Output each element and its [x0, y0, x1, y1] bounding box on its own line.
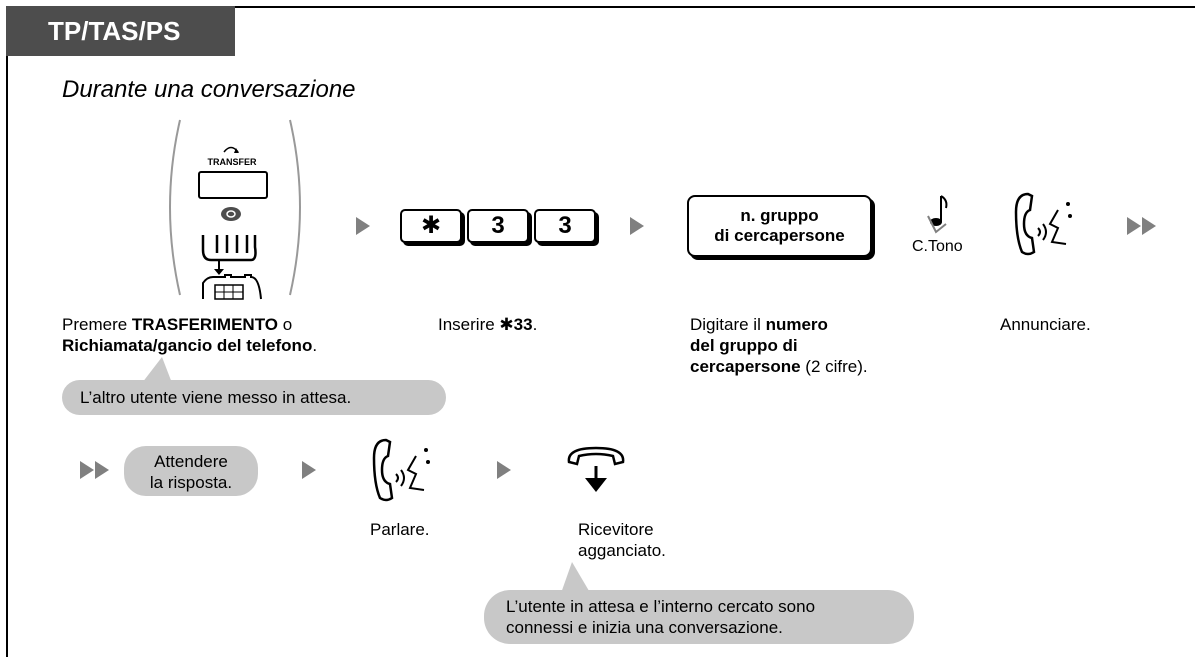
tone-label: C.Tono — [912, 238, 963, 255]
hangup-line-1: Ricevitore — [578, 520, 654, 539]
diagram-frame — [6, 6, 1195, 657]
step4-caption: Annunciare. — [1000, 315, 1091, 334]
continue-arrow — [95, 461, 109, 479]
final-line-2: connessi e inizia una conversazione. — [506, 618, 783, 637]
step-arrow — [302, 461, 316, 479]
step1-caption: Premere TRASFERIMENTO o Richiamata/ganci… — [62, 315, 318, 355]
hold-bubble: L’altro utente viene messo in attesa. — [62, 380, 446, 415]
phone-type-tag: TP/TAS/PS — [6, 6, 235, 56]
step-arrow — [356, 217, 370, 235]
talk-caption: Parlare. — [370, 520, 430, 539]
transfer-arrow-icon — [223, 146, 239, 153]
continue-arrow — [80, 461, 94, 479]
step-arrow — [630, 217, 644, 235]
connected-bubble: L’utente in attesa e l’interno cercato s… — [484, 590, 914, 644]
continue-arrow — [1127, 217, 1141, 235]
hang-up-icon — [567, 446, 625, 492]
star-key[interactable]: ✱ — [400, 209, 462, 243]
hang-up-caption: Ricevitore agganciato. — [578, 519, 666, 561]
paging-group-number-key[interactable]: n. gruppo di cercapersone — [687, 195, 872, 257]
talking-handset-icon — [1014, 192, 1072, 256]
final-bubble-tail — [560, 562, 592, 596]
step3-caption: Digitare il numero del gruppo di cercape… — [690, 315, 868, 376]
continue-arrow — [1142, 217, 1156, 235]
hangup-line-2: agganciato. — [578, 541, 666, 560]
wait-line-2: la risposta. — [149, 473, 233, 492]
tone-note-icon — [927, 195, 948, 234]
final-line-1: L’utente in attesa e l’interno cercato s… — [506, 597, 816, 616]
box-line-1: n. gruppo — [740, 206, 819, 225]
step-arrow — [497, 461, 511, 479]
digit-3-key-2[interactable]: 3 — [534, 209, 596, 243]
section-subtitle: Durante una conversazione — [62, 76, 356, 103]
wait-reply-bubble: Attendere la risposta. — [124, 446, 258, 496]
wait-line-1: Attendere — [154, 452, 228, 471]
digit-3-key[interactable]: 3 — [467, 209, 529, 243]
hold-bubble-tail — [142, 357, 172, 383]
box-line-2: di cercapersone — [714, 226, 845, 245]
step2-caption: Inserire ✱33. — [438, 315, 538, 334]
transfer-or-flash-group — [169, 119, 301, 296]
transfer-button[interactable] — [198, 171, 268, 199]
transfer-button-label: TRANSFER — [207, 157, 257, 167]
talk-handset-icon — [372, 438, 430, 502]
hookswitch-press-icon — [201, 207, 262, 300]
